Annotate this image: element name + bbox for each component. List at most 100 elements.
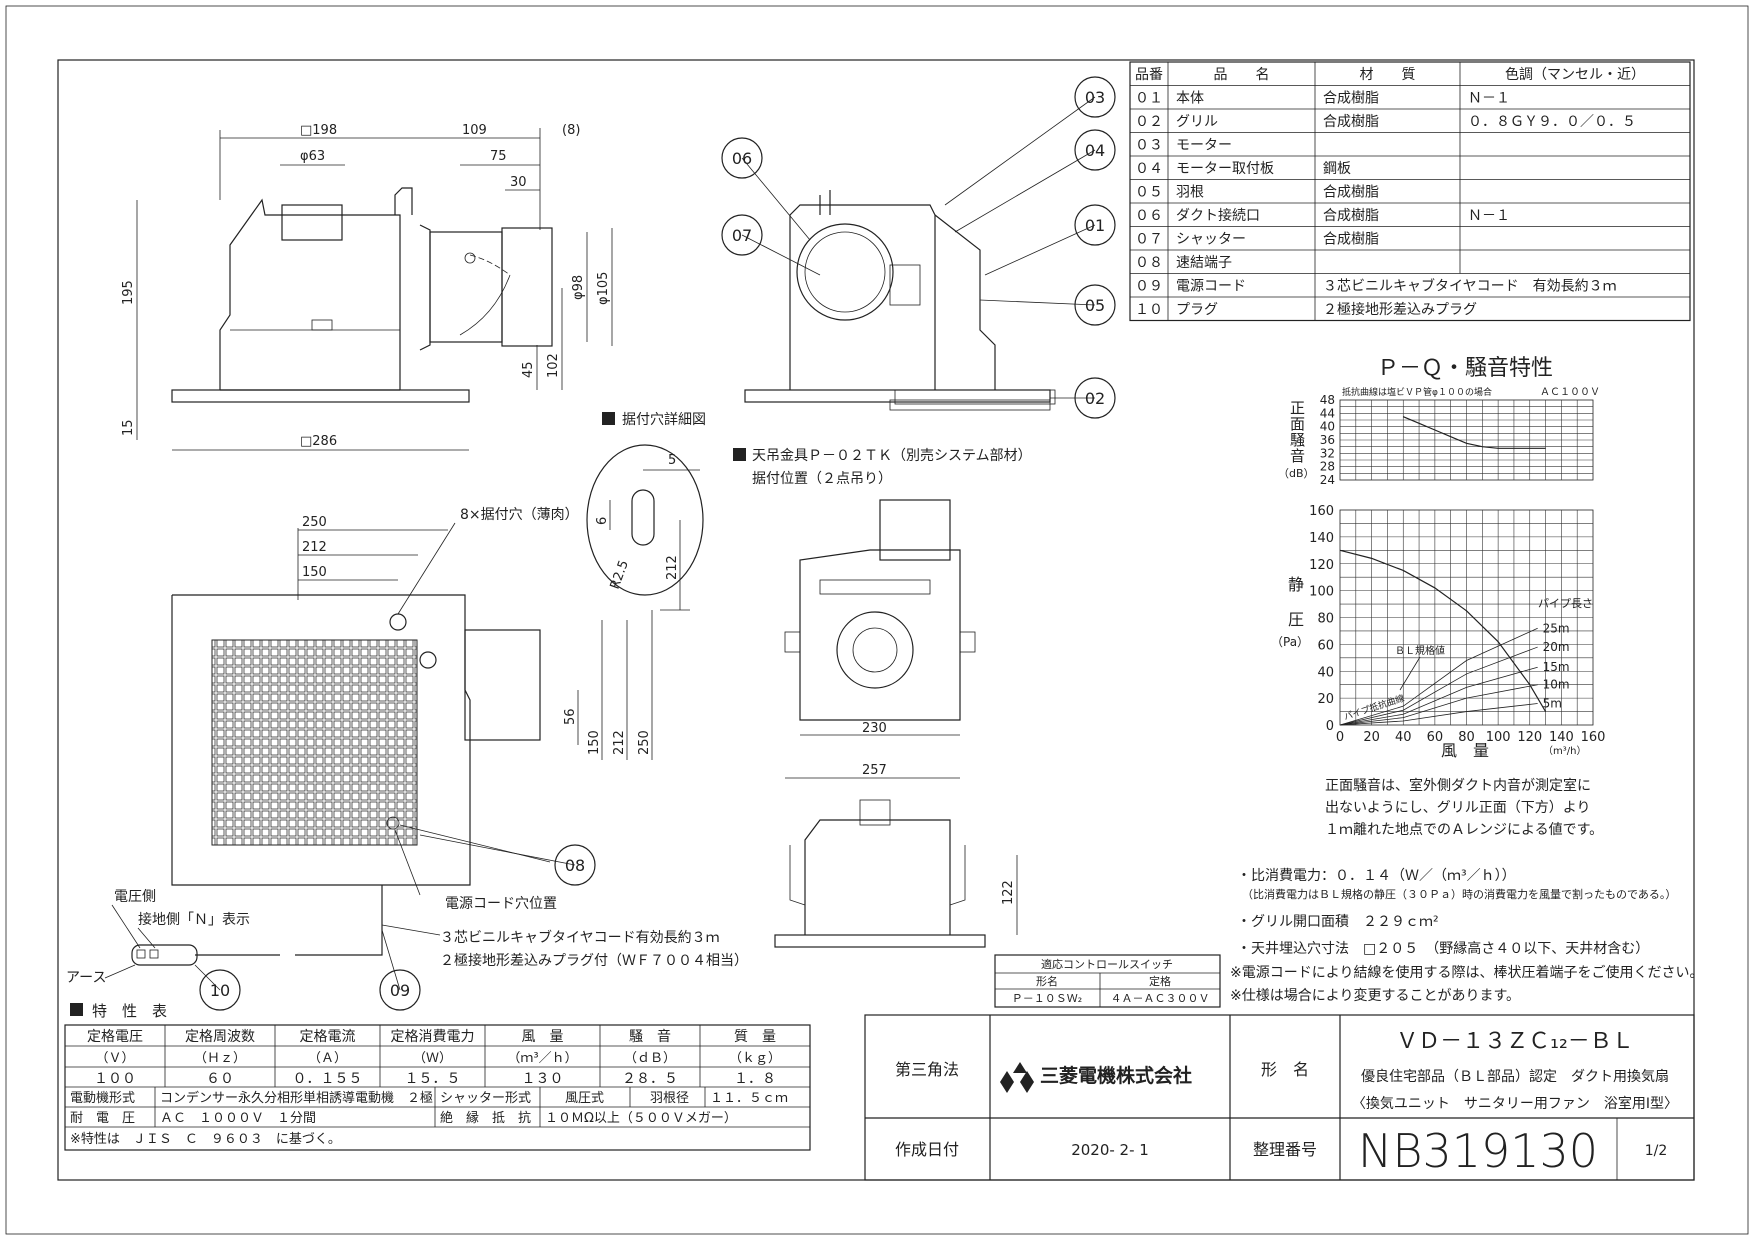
spec-unit: （Ｖ） <box>95 1051 134 1066</box>
spec-value: ２８．５ <box>622 1071 678 1087</box>
pq-xtick: 20 <box>1363 730 1380 745</box>
dim-8: (8) <box>562 123 580 138</box>
insulation-value: １０ＭΩ以上（５００Ｖメガー） <box>545 1111 737 1126</box>
switch-title: 適応コントロールスイッチ <box>1041 957 1173 971</box>
shutter-label: シャッター形式 <box>440 1091 531 1106</box>
spec-header: 定格電流 <box>300 1029 356 1045</box>
number-label: 整理番号 <box>1253 1140 1317 1159</box>
resistance-label: 25m <box>1543 621 1570 635</box>
resistance-label: 5m <box>1543 697 1562 711</box>
outer-frame <box>5 5 1749 1235</box>
parts-cell: 電源コード <box>1176 279 1246 295</box>
parts-cell: シャッター <box>1176 232 1246 248</box>
blade-value: １１．５ｃｍ <box>710 1091 788 1106</box>
balloon-02: 02 <box>1085 389 1105 408</box>
dim-bottom-width: □286 <box>300 434 337 449</box>
mount-detail-label: 据付穴詳細図 <box>622 412 706 428</box>
spec-header: 定格消費電力 <box>391 1029 475 1045</box>
resistance-curve <box>1339 646 1538 726</box>
dim-150v: 150 <box>587 730 602 755</box>
parts-cell: ０１ <box>1135 91 1163 107</box>
chart-power: ＡＣ１００Ｖ <box>1540 387 1600 398</box>
mount-holes-label: 8×据付穴（薄肉） <box>460 507 579 523</box>
note-line: ・グリル開口面積 ２２９ｃｍ² <box>1237 914 1439 930</box>
pq-ytick: 140 <box>1309 531 1334 546</box>
plan-view: 250 212 150 8×据付穴（薄肉） 56 150 212 250 電源コ… <box>66 507 748 986</box>
ground-side-label: 接地側「Ｎ」表示 <box>138 911 250 928</box>
mount-detail: 据付穴詳細図 5 6 R2.5 212 <box>586 412 706 611</box>
parts-header: 品 名 <box>1214 67 1270 83</box>
noise-ytick: 28 <box>1320 460 1335 474</box>
pq-xtick: 160 <box>1581 730 1606 745</box>
parts-cell: 合成樹脂 <box>1323 114 1379 130</box>
dim-109: 109 <box>462 123 487 138</box>
dim-top-width: □198 <box>300 123 337 138</box>
inner-frame <box>57 59 1695 1181</box>
noise-note-line: 出ないようにし、グリル正面（下方）より <box>1325 800 1590 816</box>
parts-cell: グリル <box>1176 114 1218 130</box>
dim-15: 15 <box>121 419 136 436</box>
balloon-08: 08 <box>565 856 585 875</box>
spec-unit: （Ｗ） <box>413 1051 452 1066</box>
dim-212: 212 <box>302 540 327 555</box>
parts-cell: ０．８ＧＹ９．０／０．５ <box>1468 114 1636 130</box>
dim-30: 30 <box>510 175 527 190</box>
pq-xunit: （m³/h） <box>1543 745 1586 757</box>
dim-phi98: φ98 <box>571 275 586 300</box>
company-name: 三菱電機株式会社 <box>1040 1064 1192 1087</box>
parts-header: 材 質 <box>1360 67 1416 83</box>
dim-6: 6 <box>595 517 610 525</box>
parts-cell: ３芯ビニルキャブタイヤコード 有効長約３ｍ <box>1323 278 1617 295</box>
pq-ytick: 0 <box>1326 719 1334 734</box>
parts-cell: ０５ <box>1135 185 1163 201</box>
parts-cell: Ｎ－１ <box>1468 91 1510 107</box>
switch-model: Ｐ－１０ＳＷ₂ <box>1012 992 1082 1005</box>
pq-ylabel-char: 圧 <box>1288 610 1304 629</box>
pq-xtick: 100 <box>1486 730 1511 745</box>
pq-ytick: 120 <box>1309 558 1334 573</box>
hanger-position: 据付位置（２点吊り） <box>752 471 892 487</box>
resistance-label: 15m <box>1543 660 1570 674</box>
date-label: 作成日付 <box>895 1140 959 1159</box>
note-line: （比消費電力はＢＬ規格の静圧（３０Ｐａ）時の消費電力を風量で割ったものである。） <box>1242 887 1676 901</box>
noise-ytick: 24 <box>1320 473 1335 487</box>
switch-table: 適応コントロールスイッチ 形名 定格 Ｐ－１０ＳＷ₂ ４Ａ－ＡＣ３００Ｖ <box>994 954 1221 1008</box>
parts-cell: ２極接地形差込みプラグ <box>1323 301 1477 318</box>
model-label: 形 名 <box>1261 1060 1309 1079</box>
noise-ylabel-char: 音 <box>1290 447 1305 465</box>
blade-label: 羽根径 <box>650 1091 689 1106</box>
dim-phi105: φ105 <box>596 272 611 305</box>
voltage-value: ＡＣ １０００Ｖ １分間 <box>160 1111 316 1126</box>
pq-ytick: 100 <box>1309 585 1334 600</box>
spec-unit: （ｍ³／ｈ） <box>507 1051 577 1066</box>
cord-spec: ３芯ビニルキャブタイヤコード有効長約３ｍ <box>440 929 720 946</box>
balloon-10: 10 <box>210 981 230 1000</box>
parts-cell: ０３ <box>1135 138 1163 154</box>
parts-cell: ０８ <box>1135 255 1163 271</box>
projection-label: 第三角法 <box>895 1060 959 1079</box>
spec-header: 質 量 <box>734 1029 776 1045</box>
model-number: ＶＤ－１３ＺＣ₁₂－ＢＬ <box>1396 1029 1634 1054</box>
parts-cell: ダクト接続口 <box>1176 207 1260 224</box>
parts-cell: モーター <box>1176 138 1232 154</box>
parts-cell: ０６ <box>1135 208 1163 224</box>
plug-spec: ２極接地形差込みプラグ付（ＷＦ７００４相当） <box>440 952 748 969</box>
spec-value: １．８ <box>734 1071 776 1087</box>
parts-cell: 本体 <box>1176 91 1204 107</box>
dim-122: 122 <box>1001 880 1016 905</box>
balloon-07: 07 <box>732 226 752 245</box>
balloon-01: 01 <box>1085 216 1105 235</box>
spec-unit: （ｄＢ） <box>624 1051 676 1066</box>
parts-cell: 合成樹脂 <box>1323 232 1379 248</box>
dim-102: 102 <box>546 353 561 378</box>
dim-250v: 250 <box>637 730 652 755</box>
pq-ytick: 20 <box>1317 692 1334 707</box>
noise-yunit: （dB） <box>1278 467 1315 480</box>
parts-cell: ０９ <box>1135 279 1163 295</box>
balloon-04: 04 <box>1085 141 1105 160</box>
dim-250: 250 <box>302 515 327 530</box>
pq-xtick: 40 <box>1395 730 1412 745</box>
side-view: □198 φ63 109 (8) 75 30 195 φ98 φ105 45 1… <box>121 123 613 451</box>
